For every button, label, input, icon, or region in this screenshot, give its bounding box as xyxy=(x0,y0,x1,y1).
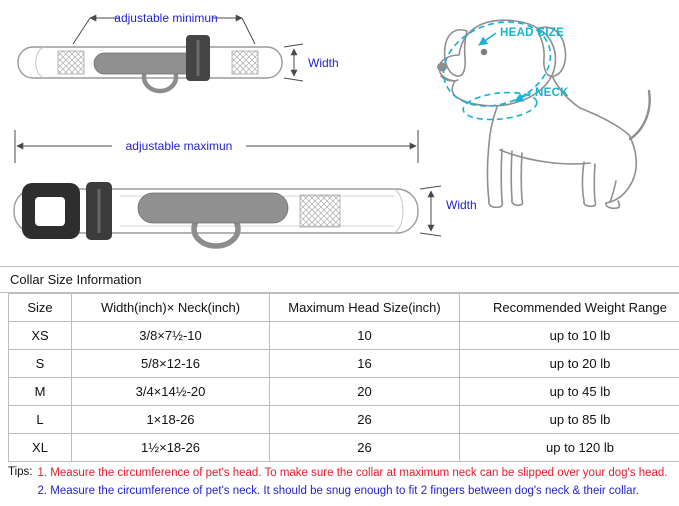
width-min-label: Width xyxy=(308,56,339,70)
cell-size: XS xyxy=(8,321,72,350)
collar-max-illustration xyxy=(13,182,419,249)
tips-lines: 1. Measure the circumference of pet's he… xyxy=(38,466,668,499)
adjustable-min-label: adjustable minimun xyxy=(114,11,217,25)
cell-weight: up to 10 lb xyxy=(459,321,679,350)
header-width-neck: Width(inch)× Neck(inch) xyxy=(71,293,270,322)
cell-head-size: 16 xyxy=(269,349,460,378)
table-row: XL 1½×18-26 26 up to 120 lb xyxy=(8,433,679,462)
stitch-patch-right xyxy=(231,50,259,75)
cell-head-size: 20 xyxy=(269,377,460,406)
cell-head-size: 10 xyxy=(269,321,460,350)
tips-section: Tips: 1. Measure the circumference of pe… xyxy=(8,466,675,499)
stitch-patch-left xyxy=(57,50,85,75)
cell-size: M xyxy=(8,377,72,406)
dog-nose xyxy=(437,62,447,72)
tip-2: 2. Measure the circumference of pet's ne… xyxy=(37,485,639,497)
header-size: Size xyxy=(8,293,72,322)
cell-head-size: 26 xyxy=(269,433,460,462)
cell-weight: up to 45 lb xyxy=(459,377,679,406)
dim-width-min xyxy=(283,43,304,82)
table-row: S 5/8×12-16 16 up to 20 lb xyxy=(8,349,679,378)
table-title: Collar Size Information xyxy=(0,266,679,293)
table-row: L 1×18-26 26 up to 85 lb xyxy=(8,405,679,434)
cell-size: S xyxy=(8,349,72,378)
head-size-label: HEAD SIZE xyxy=(500,27,564,39)
table-row: XS 3/8×7½-10 10 up to 10 lb xyxy=(8,321,679,350)
header-max-head-size: Maximum Head Size(inch) xyxy=(269,293,460,322)
cell-width-neck: 1×18-26 xyxy=(71,405,270,434)
cell-head-size: 26 xyxy=(269,405,460,434)
cell-weight: up to 20 lb xyxy=(459,349,679,378)
tips-label: Tips: xyxy=(8,466,33,478)
header-weight-range: Recommended Weight Range xyxy=(459,293,679,322)
adjustable-max-label: adjustable maximun xyxy=(126,139,233,153)
size-table: Size Width(inch)× Neck(inch) Maximum Hea… xyxy=(8,293,679,462)
dim-width-max xyxy=(419,185,442,237)
collar-min-illustration xyxy=(17,35,283,94)
cell-width-neck: 3/8×7½-10 xyxy=(71,321,270,350)
size-information-section: Collar Size Information Size Width(inch)… xyxy=(0,266,679,462)
cell-width-neck: 1½×18-26 xyxy=(71,433,270,462)
collar-pad xyxy=(93,52,197,75)
dog-illustration xyxy=(437,19,651,210)
cell-weight: up to 85 lb xyxy=(459,405,679,434)
dog-eye xyxy=(480,48,488,56)
dog-ear-right xyxy=(536,26,567,78)
cell-weight: up to 120 lb xyxy=(459,433,679,462)
table-header-row: Size Width(inch)× Neck(inch) Maximum Hea… xyxy=(8,293,679,322)
cell-size: XL xyxy=(8,433,72,462)
neck-arrow xyxy=(514,92,532,102)
head-size-measure-loop xyxy=(442,21,552,107)
dim-adjustable-max xyxy=(14,130,419,163)
width-max-label: Width xyxy=(446,198,477,212)
neck-label: NECK xyxy=(535,87,569,99)
table-row: M 3/4×14½-20 20 up to 45 lb xyxy=(8,377,679,406)
cell-width-neck: 3/4×14½-20 xyxy=(71,377,270,406)
collar-pad xyxy=(137,192,289,224)
dim-adjustable-min xyxy=(72,14,256,45)
neck-measure-loop xyxy=(462,91,538,121)
stitch-patch xyxy=(299,194,341,228)
dog-tail xyxy=(628,89,651,141)
dog-ear-left xyxy=(443,29,468,77)
tip-1: 1. Measure the circumference of pet's he… xyxy=(37,467,668,479)
cell-size: L xyxy=(8,405,72,434)
collar-sizing-diagram: adjustable minimun Width adjustable maxi… xyxy=(13,11,651,249)
head-size-arrow xyxy=(478,32,497,46)
cell-width-neck: 5/8×12-16 xyxy=(71,349,270,378)
